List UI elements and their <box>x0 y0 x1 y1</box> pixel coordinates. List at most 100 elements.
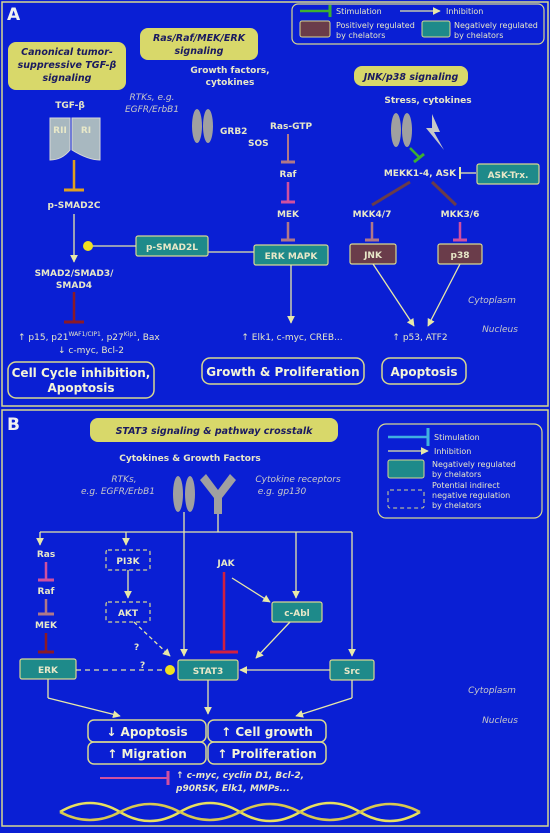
rtks-b-1: RTKs, <box>111 475 136 485</box>
svg-text:ASK-Trx.: ASK-Trx. <box>488 171 529 181</box>
svg-text:Negatively regulated: Negatively regulated <box>432 460 516 469</box>
tgf-targets-1: ↑ p15, p21WAF1/CIP1, p27Kip1, Bax <box>18 331 160 343</box>
svg-text:Potential indirect: Potential indirect <box>432 481 500 490</box>
cytoplasm-b: Cytoplasm <box>468 686 516 696</box>
stat3-junction-dot <box>165 665 175 675</box>
raf-b: Raf <box>38 587 55 597</box>
mkk36: MKK3/6 <box>441 210 480 220</box>
panel-a-legend: Stimulation Inhibition Positively regula… <box>291 3 545 45</box>
psmad2c: p-SMAD2C <box>48 201 101 211</box>
cytokine-receptors-1: Cytokine receptors <box>255 475 341 485</box>
smad-complex-2: SMAD4 <box>56 281 92 291</box>
growth-outcome: Growth & Proliferation <box>201 357 365 385</box>
p38-node: p38 <box>437 243 483 265</box>
svg-text:Growth & Proliferation: Growth & Proliferation <box>206 365 359 379</box>
stress-cytokines: Stress, cytokines <box>384 96 471 106</box>
svg-text:c-Abl: c-Abl <box>284 609 310 619</box>
svg-text:ERK: ERK <box>38 666 59 676</box>
svg-text:↑ Migration: ↑ Migration <box>107 747 187 761</box>
panel-b-letter: B <box>7 415 20 435</box>
ras-b: Ras <box>37 550 55 560</box>
negative-box-icon-b <box>387 459 425 479</box>
tgf-title-box: Canonical tumor- suppressive TGF-β signa… <box>8 42 126 90</box>
svg-text:STAT3: STAT3 <box>193 667 224 677</box>
cell-growth-outcome: ↑ Cell growth <box>207 719 327 743</box>
ras-targets: ↑ Elk1, c-myc, CREB... <box>241 333 342 343</box>
svg-text:Stimulation: Stimulation <box>434 433 480 442</box>
proliferation-outcome: ↑ Proliferation <box>207 741 327 765</box>
svg-text:AKT: AKT <box>118 609 139 619</box>
svg-text:by chelators: by chelators <box>432 470 481 479</box>
panel-a-letter: A <box>7 5 21 25</box>
panel-b-border <box>1 409 549 827</box>
panel-a-border <box>1 1 549 407</box>
pi3k-node: PI3K <box>105 549 151 571</box>
apoptosis-outcome-a: Apoptosis <box>381 357 467 385</box>
jnk-title-box: JNK/p38 signaling <box>354 66 468 86</box>
cytokines-growth-factors: Cytokines & Growth Factors <box>119 454 261 464</box>
svg-text:Ras/Raf/MEK/ERK: Ras/Raf/MEK/ERK <box>153 33 246 44</box>
question-mark-1: ? <box>134 643 139 653</box>
cytoplasm-a: Cytoplasm <box>468 296 516 306</box>
stat3-title-box: STAT3 signaling & pathway crosstalk <box>90 418 338 442</box>
svg-text:↑ Cell growth: ↑ Cell growth <box>221 725 313 739</box>
grb2: GRB2 <box>220 127 247 137</box>
stat3-node: STAT3 <box>177 659 239 681</box>
ras-title-box: Ras/Raf/MEK/ERK signaling <box>140 28 258 60</box>
src-node: Src <box>329 659 375 681</box>
rtks-a-2: EGFR/ErbB1 <box>125 105 179 115</box>
svg-text:Canonical tumor-: Canonical tumor- <box>21 47 113 58</box>
svg-text:negative regulation: negative regulation <box>432 491 510 500</box>
psmad2l-node: p-SMAD2L <box>135 235 209 257</box>
migration-outcome: ↑ Migration <box>87 741 207 765</box>
svg-text:by chelators: by chelators <box>432 501 481 510</box>
sos: SOS <box>248 139 269 149</box>
nucleus-a: Nucleus <box>482 325 518 335</box>
mekk-ask: MEKK1-4, ASK <box>384 169 457 179</box>
svg-text:Apoptosis: Apoptosis <box>47 381 114 395</box>
stat3-targets-2: p90RSK, Elk1, MMPs... <box>175 784 290 794</box>
svg-text:Src: Src <box>344 667 360 677</box>
legend-a-negative-2: by chelators <box>454 31 503 40</box>
svg-text:p38: p38 <box>451 251 470 261</box>
ask-trx-node: ASK-Trx. <box>476 163 540 185</box>
legend-a-stimulation: Stimulation <box>336 7 382 16</box>
stat3-targets-1: ↑ c-myc, cyclin D1, Bcl-2, <box>176 771 304 781</box>
indirect-box-icon-b <box>387 489 425 509</box>
nucleus-b: Nucleus <box>482 716 518 726</box>
svg-text:Inhibition: Inhibition <box>434 447 471 456</box>
smad-complex-1: SMAD2/SMAD3/ <box>35 269 115 279</box>
svg-text:Cell Cycle inhibition,: Cell Cycle inhibition, <box>12 366 151 380</box>
mkk47: MKK4/7 <box>353 210 392 220</box>
rtk-receptor-b <box>173 476 195 512</box>
legend-a-positive-1: Positively regulated <box>336 21 415 30</box>
ras-gtp: Ras-GTP <box>270 122 312 132</box>
legend-a-positive-2: by chelators <box>336 31 385 40</box>
rii-label: RII <box>53 126 67 136</box>
rtk-receptor-a <box>192 109 213 143</box>
cell-cycle-outcome: Cell Cycle inhibition, Apoptosis <box>7 361 155 399</box>
positive-box-icon <box>299 20 331 38</box>
svg-text:suppressive TGF-β: suppressive TGF-β <box>18 60 117 71</box>
svg-text:p-SMAD2L: p-SMAD2L <box>146 243 198 253</box>
growth-factors-2: cytokines <box>206 78 255 88</box>
svg-text:signaling: signaling <box>175 46 224 57</box>
jnk-targets: ↑ p53, ATF2 <box>392 333 447 343</box>
cytokine-receptors-2: e.g. gp130 <box>258 487 307 497</box>
svg-text:ERK MAPK: ERK MAPK <box>265 252 319 262</box>
lightning-icon <box>426 114 444 150</box>
smad-junction-dot <box>83 241 93 251</box>
growth-factors-1: Growth factors, <box>190 66 269 76</box>
raf-a: Raf <box>280 170 297 180</box>
mek-a: MEK <box>277 210 300 220</box>
svg-text:↓ Apoptosis: ↓ Apoptosis <box>106 725 187 739</box>
jnk-node: JNK <box>349 243 397 265</box>
erk-mapk-node: ERK MAPK <box>253 244 329 266</box>
svg-text:JNK: JNK <box>363 251 383 261</box>
svg-text:PI3K: PI3K <box>116 557 140 567</box>
cabl-node: c-Abl <box>271 601 323 623</box>
ri-label: RI <box>81 126 91 136</box>
jnk-receptor <box>391 113 412 147</box>
negative-box-icon <box>421 20 451 38</box>
